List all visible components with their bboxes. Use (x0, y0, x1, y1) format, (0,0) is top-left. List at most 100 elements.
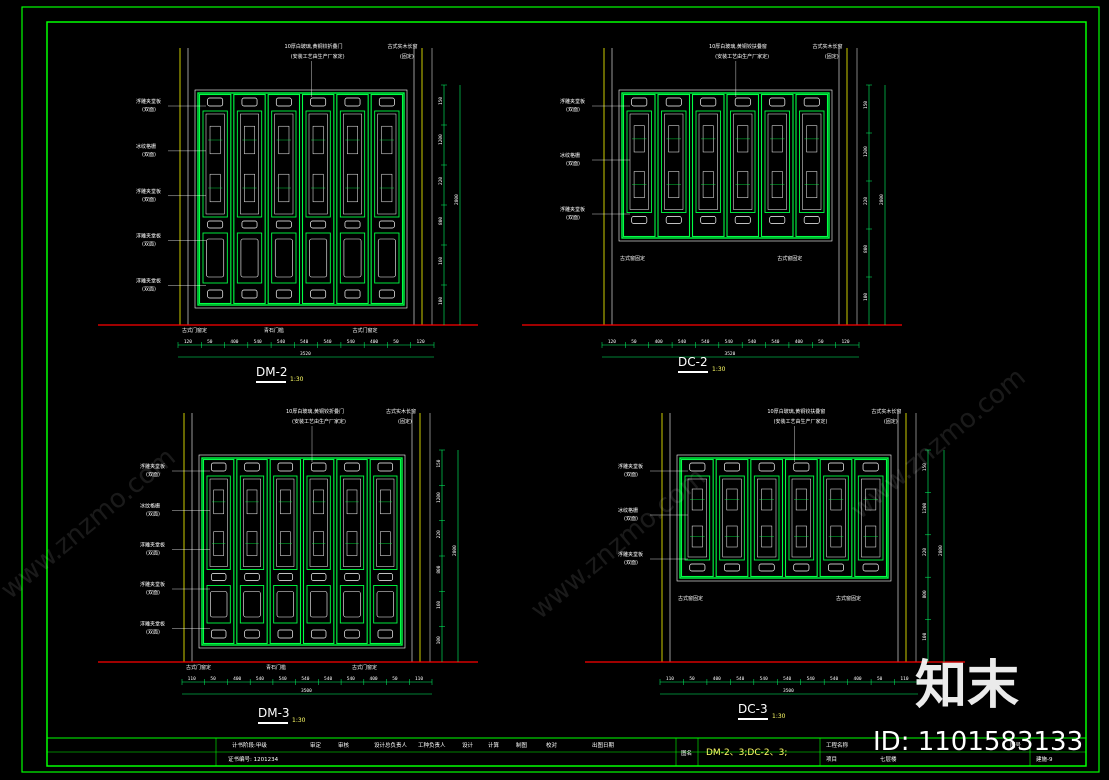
leaf-frame (795, 93, 829, 238)
dim-value: 400 (370, 676, 378, 682)
dim-value: 540 (678, 339, 686, 345)
lower-raised-panel (343, 238, 362, 278)
leaf-frame (726, 93, 760, 238)
dim-value: 120 (184, 339, 192, 345)
top-right-note-1: 古式实木长窗 (388, 43, 418, 50)
left-label-note: (双面) (142, 242, 156, 248)
left-label-note: (双面) (624, 516, 638, 522)
leaf-1 (198, 93, 232, 305)
bottom-label: 青石门槛 (266, 664, 286, 671)
leaf-frame (760, 93, 794, 238)
dim-value: 540 (347, 676, 355, 682)
right-dim-value: 220 (438, 177, 444, 185)
top-panel (244, 462, 260, 472)
lower-raised-panel (276, 591, 294, 618)
left-label: 浮雕夹堂板 (140, 542, 165, 549)
bottom-panel (344, 629, 360, 639)
lattice-border (305, 110, 331, 218)
leaf-frame (680, 458, 714, 578)
left-label: 浮雕夹堂板 (136, 233, 161, 240)
mid-panel (862, 563, 879, 572)
lattice-inner (308, 113, 328, 215)
tb-drawing-label: 图名 (681, 749, 692, 757)
top-panel (689, 462, 706, 472)
leaf-2 (657, 93, 691, 238)
lattice-inner (767, 113, 787, 210)
left-label-note: (双面) (624, 560, 638, 566)
bottom-panel (244, 629, 260, 639)
dim-value: 50 (877, 676, 883, 682)
mid-panel (793, 563, 810, 572)
mid-panel (378, 220, 395, 229)
tb-item-label: 项目 (826, 756, 837, 763)
top-note-2: (安装工艺由生产厂家定) (291, 53, 345, 60)
elevation-dm2: 10厚白玻璃,黄铜铰折叠门(安装工艺由生产厂家定)古式实木长窗(固定)浮雕夹堂板… (98, 43, 478, 383)
dim-value: 540 (279, 676, 287, 682)
dim-value: 540 (771, 339, 779, 345)
lattice-inner (687, 478, 707, 558)
left-label-note: (双面) (146, 472, 160, 478)
leaf-5 (819, 458, 853, 578)
leaf-frame (336, 93, 369, 305)
tb-check: 校对 (546, 741, 558, 749)
top-panel (793, 462, 810, 472)
leaf-frame (784, 458, 818, 578)
lattice-border (339, 475, 365, 570)
right-total-dim-value: 2800 (454, 194, 460, 205)
view-scale: 1:30 (290, 376, 304, 383)
top-panel (378, 97, 395, 107)
leaf-6 (795, 93, 829, 238)
mid-panel (244, 573, 260, 581)
lattice-inner (276, 478, 295, 567)
dim-value: 400 (230, 339, 238, 345)
top-right-note-2: (固定) (398, 418, 412, 425)
dim-value: 50 (393, 339, 399, 345)
lattice-inner (243, 478, 261, 567)
lattice-border (788, 475, 815, 561)
leaf-1 (202, 458, 235, 645)
bottom-label: 青石门槛 (264, 327, 284, 334)
tb-item-value: 七层楼 (880, 755, 897, 763)
screen-outer-frame (618, 89, 833, 242)
dim-value: 50 (207, 339, 213, 345)
bottom-label: 古式窗固定 (678, 595, 703, 602)
top-note-1: 10厚白玻璃,黄铜铰扶叠窗 (709, 43, 767, 50)
tb-draw: 制图 (516, 741, 528, 749)
leaf-5 (760, 93, 794, 238)
dim-value: 110 (188, 676, 196, 682)
leaf-1 (622, 93, 656, 238)
right-dim-value: 100 (863, 293, 869, 301)
dim-value: 540 (300, 339, 308, 345)
mid-panel (734, 216, 751, 224)
leaf-5 (336, 458, 368, 645)
bottom-panel (344, 289, 361, 299)
leaf-6 (370, 93, 404, 305)
left-label: 冰纹格栅 (618, 507, 638, 514)
view-title: DC-3 (738, 702, 768, 716)
mid-panel (631, 216, 648, 224)
lattice-inner (698, 113, 718, 210)
left-label-note: (双面) (142, 287, 156, 293)
tb-sheet-no: 建施-9 (1036, 755, 1053, 763)
lattice-inner (791, 478, 811, 558)
dim-value: 50 (210, 676, 216, 682)
lower-panel (373, 585, 398, 624)
top-right-note-2: (固定) (400, 53, 414, 60)
lower-panel (306, 585, 331, 624)
top-panel (277, 462, 294, 472)
dim-value: 540 (736, 676, 744, 682)
leaf-frame (301, 93, 335, 305)
lower-panel (273, 585, 298, 624)
left-label-note: (双面) (142, 107, 156, 113)
screen-frame (621, 92, 830, 239)
dim-value: 540 (301, 676, 309, 682)
right-dim-value: 160 (436, 601, 442, 609)
leaf-frame (302, 458, 335, 645)
right-dim-value: 800 (922, 590, 928, 598)
bottom-panel (277, 629, 294, 639)
lattice-border (236, 110, 263, 218)
mid-panel (828, 563, 844, 572)
lattice-border (719, 475, 745, 561)
lattice-inner (861, 478, 881, 558)
